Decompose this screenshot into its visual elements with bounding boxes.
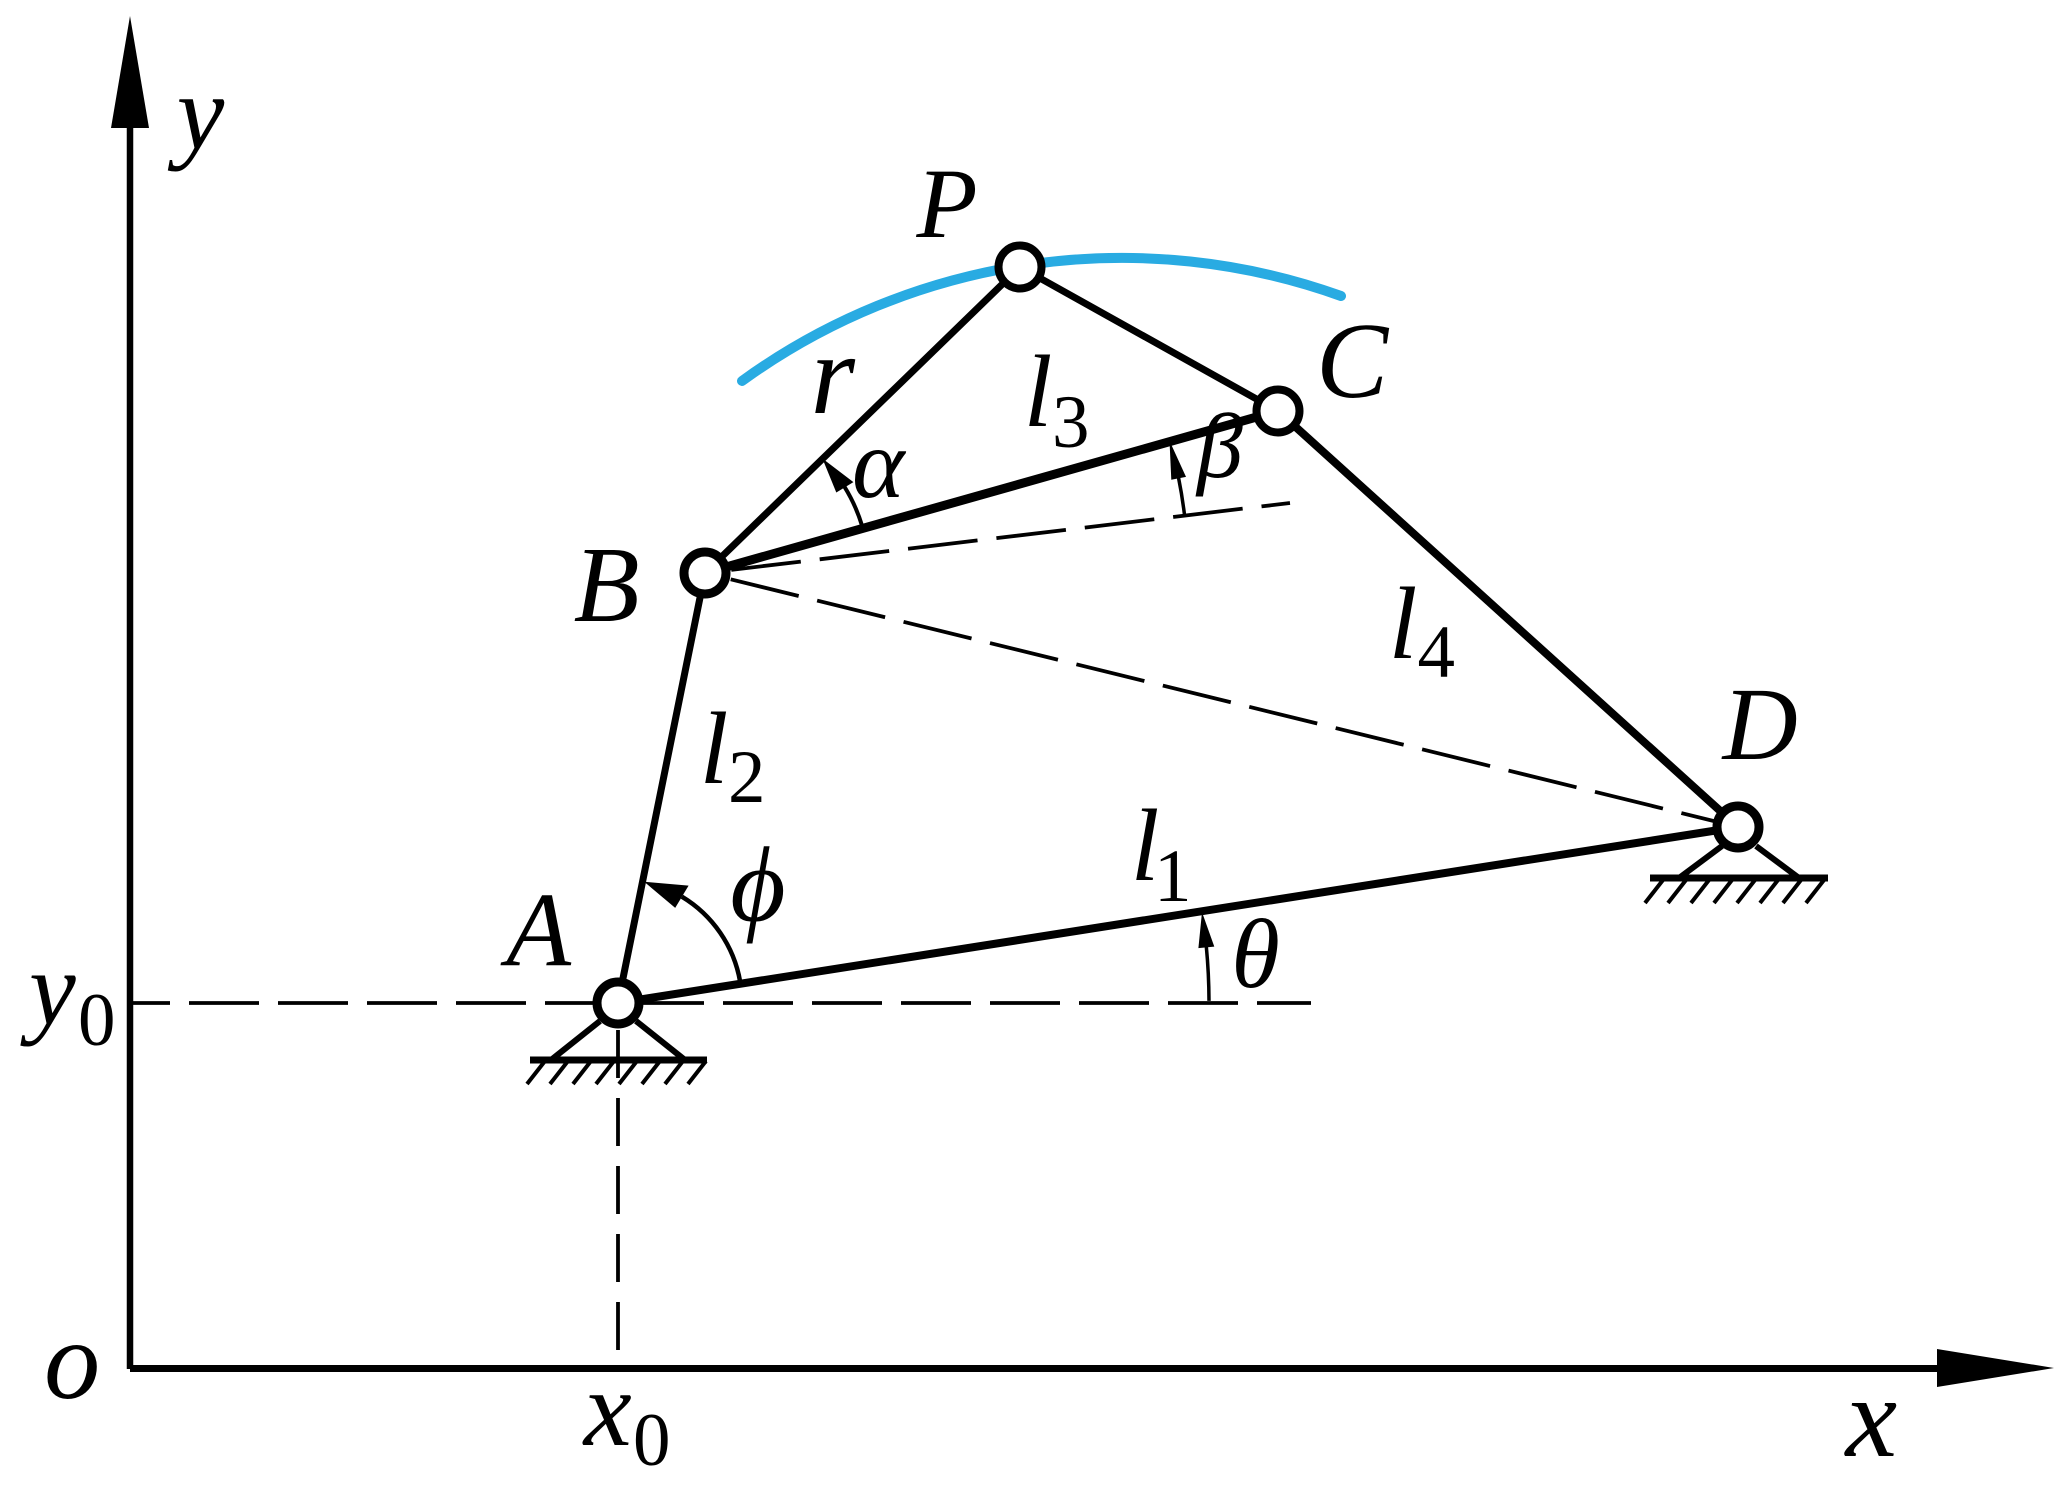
svg-text:A: A (500, 871, 572, 988)
svg-text:θ: θ (1231, 900, 1280, 1009)
svg-text:0: 0 (78, 979, 116, 1062)
svg-text:ϕ: ϕ (730, 827, 785, 945)
svg-text:P: P (916, 148, 978, 259)
svg-text:2: 2 (728, 736, 766, 819)
svg-text:C: C (1316, 302, 1390, 421)
svg-text:x: x (1844, 1354, 1898, 1482)
svg-text:D: D (1721, 667, 1798, 782)
svg-text:3: 3 (1052, 381, 1090, 464)
svg-text:α: α (852, 408, 907, 519)
svg-text:y: y (168, 55, 225, 173)
svg-text:l: l (1131, 789, 1160, 903)
svg-text:l: l (700, 692, 729, 806)
svg-text:1: 1 (1154, 835, 1192, 918)
svg-text:β: β (1195, 395, 1243, 497)
svg-text:l: l (1389, 567, 1418, 681)
svg-text:B: B (574, 526, 640, 645)
svg-text:l: l (1024, 335, 1053, 449)
svg-text:x: x (582, 1350, 632, 1469)
svg-text:4: 4 (1418, 611, 1456, 694)
svg-text:y: y (20, 930, 76, 1047)
svg-text:r: r (811, 311, 856, 438)
svg-text:0: 0 (633, 1399, 671, 1482)
svg-text:o: o (44, 1299, 100, 1423)
